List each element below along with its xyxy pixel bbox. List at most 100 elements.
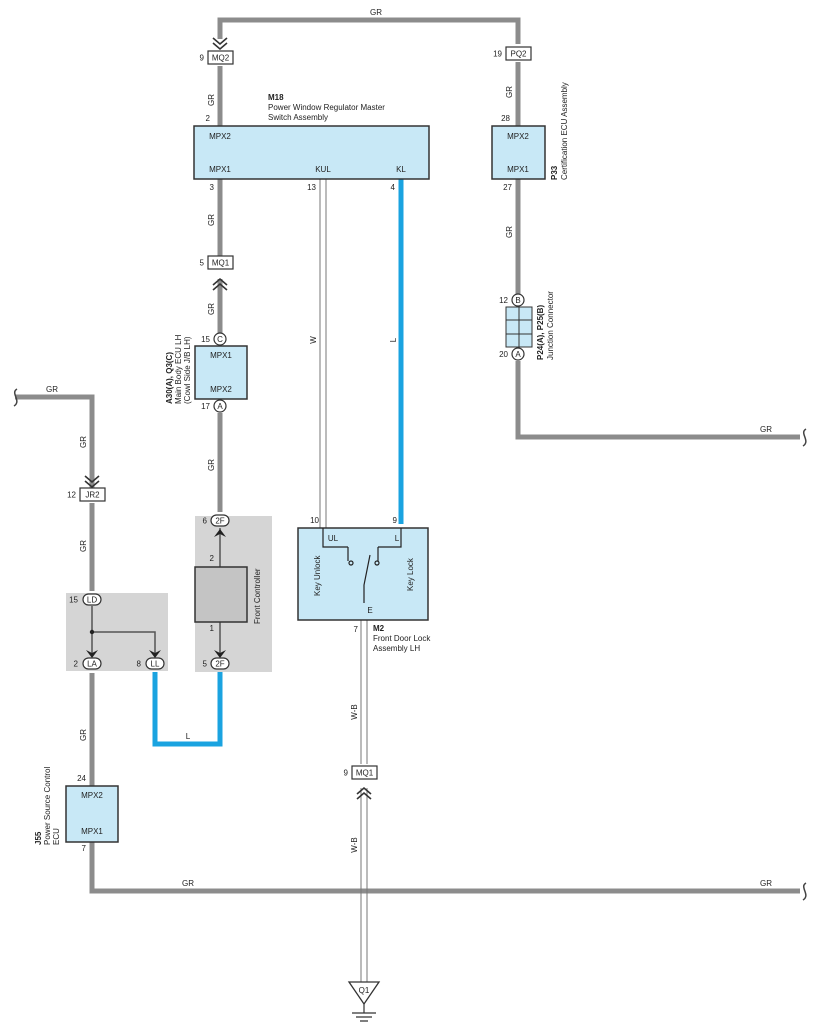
front-controller-box (194, 566, 248, 623)
wire-gr-left-top (15, 394, 95, 488)
pin-a20: 20 (499, 350, 508, 359)
pin-j55-24: 24 (77, 774, 86, 783)
wire-gr-top-loop (217, 17, 521, 44)
pin-m2-10: 10 (310, 516, 319, 525)
connector-ld-pill (82, 593, 102, 606)
wire-label-gr-la-down: GR (79, 729, 88, 741)
wire-label-gr-m18-down: GR (207, 214, 216, 226)
pin-mq1: 5 (200, 259, 205, 268)
m18-kl: KL (396, 165, 406, 174)
a30-name2: (Cowl Side J/B LH) (183, 336, 192, 404)
connector-la: LA (87, 660, 97, 669)
m2-box (297, 527, 429, 621)
wire-w-kul-m2 (319, 179, 327, 528)
p24-code: P24(A), P25(B) (536, 305, 545, 360)
a30-code: A30(A), Q3(C) (165, 352, 174, 404)
pin-p33-mpx1: 27 (503, 183, 512, 192)
m18-box (193, 125, 430, 180)
connector-mq1-lower: MQ1 (356, 769, 374, 778)
ground-icon (352, 1004, 376, 1022)
wire-break-left (13, 388, 18, 407)
wire-label-gr-pq2: GR (505, 86, 514, 98)
pin-m18-kul: 13 (307, 183, 316, 192)
front-controller-name: Front Controller (253, 568, 262, 624)
connector-2f-top-pill (210, 514, 230, 527)
connector-ll-pill (145, 657, 165, 670)
pin-2f-bot: 5 (203, 660, 208, 669)
connector-c: C (217, 335, 223, 344)
arrow-down-icon (214, 650, 226, 658)
m2-name1: Front Door Lock (373, 634, 431, 643)
wire-label-wb-upper: W-B (350, 704, 359, 719)
m18-code: M18 (268, 93, 284, 102)
m2-e: E (367, 606, 372, 615)
wire-label-l-kl: L (389, 337, 398, 342)
connector-a: A (217, 402, 223, 411)
a30-mpx1: MPX1 (210, 351, 232, 360)
pin-fc-2: 2 (210, 554, 215, 563)
arrow-down-icon (86, 650, 98, 658)
pin-mq2: 9 (200, 54, 205, 63)
wire-gr-j55-bottom (89, 842, 800, 894)
wire-label-gr-left-mid: GR (79, 436, 88, 448)
connector-jr2: JR2 (85, 491, 100, 500)
pin-m18-mpx1: 3 (210, 183, 215, 192)
connector-mq1-box (207, 255, 234, 270)
pin-m18-kl: 4 (391, 183, 396, 192)
m18-name2: Switch Assembly (268, 113, 328, 122)
pin-c15: 15 (201, 335, 210, 344)
pin-mq1-lower: 9 (344, 769, 349, 778)
pin-pq2: 19 (493, 50, 502, 59)
m18-mpx2: MPX2 (209, 132, 231, 141)
wire-label-gr-bottom-mid: GR (182, 879, 194, 888)
a30-mpx2: MPX2 (210, 385, 232, 394)
chevron-down-icon (212, 37, 228, 51)
connector-jr2-box (79, 487, 106, 502)
wire-label-gr-a17-down: GR (207, 459, 216, 471)
connector-mq1: MQ1 (212, 259, 230, 268)
p33-box (491, 125, 546, 180)
m2-key-lock: Key Lock (406, 557, 415, 591)
m2-key-unlock: Key Unlock (313, 555, 322, 596)
chevron-up-icon (356, 786, 372, 800)
connector-ld: LD (87, 596, 97, 605)
connector-a2-circle (511, 347, 525, 361)
wire-label-w: W (309, 336, 318, 344)
pin-la: 2 (74, 660, 79, 669)
pin-p33-mpx2: 28 (501, 114, 510, 123)
arrow-down-icon (149, 650, 161, 658)
wire-break-right-lower (802, 882, 807, 901)
pin-ll: 8 (137, 660, 142, 669)
p33-mpx1: MPX1 (507, 165, 529, 174)
connector-pq2-box (505, 46, 532, 61)
m2-switch-lines (322, 528, 402, 603)
connector-b-circle (511, 293, 525, 307)
m2-contact-left-line (347, 547, 379, 561)
connector-ll: LL (151, 660, 160, 669)
junction-dot (89, 629, 95, 635)
m2-code: M2 (373, 624, 385, 633)
connector-2f-bot-pill (210, 657, 230, 670)
m2-l: L (395, 534, 400, 543)
pin-2f-top: 6 (203, 517, 208, 526)
connector-2f-top: 2F (215, 517, 224, 526)
connector-mq2-box (207, 50, 234, 65)
connector-la-pill (82, 657, 102, 670)
connector-c-circle (213, 332, 227, 346)
pin-m2-9: 9 (393, 516, 398, 525)
connector-2f-bot: 2F (215, 660, 224, 669)
a30-box (194, 345, 248, 400)
wire-l-ll-2f (152, 672, 223, 747)
chevron-up-icon (212, 277, 228, 291)
j55-mpx2: MPX2 (81, 791, 103, 800)
chevron-down-icon (84, 475, 100, 489)
wire-label-gr-right-upper: GR (760, 425, 772, 434)
pin-jr2: 12 (67, 491, 76, 500)
wire-label-gr-bottom-right: GR (760, 879, 772, 888)
connector-b: B (515, 296, 520, 305)
wire-label-l-bottom: L (186, 732, 191, 741)
p33-code: P33 (550, 165, 559, 180)
pin-m2-7: 7 (354, 625, 359, 634)
ground-triangle (347, 981, 381, 1006)
